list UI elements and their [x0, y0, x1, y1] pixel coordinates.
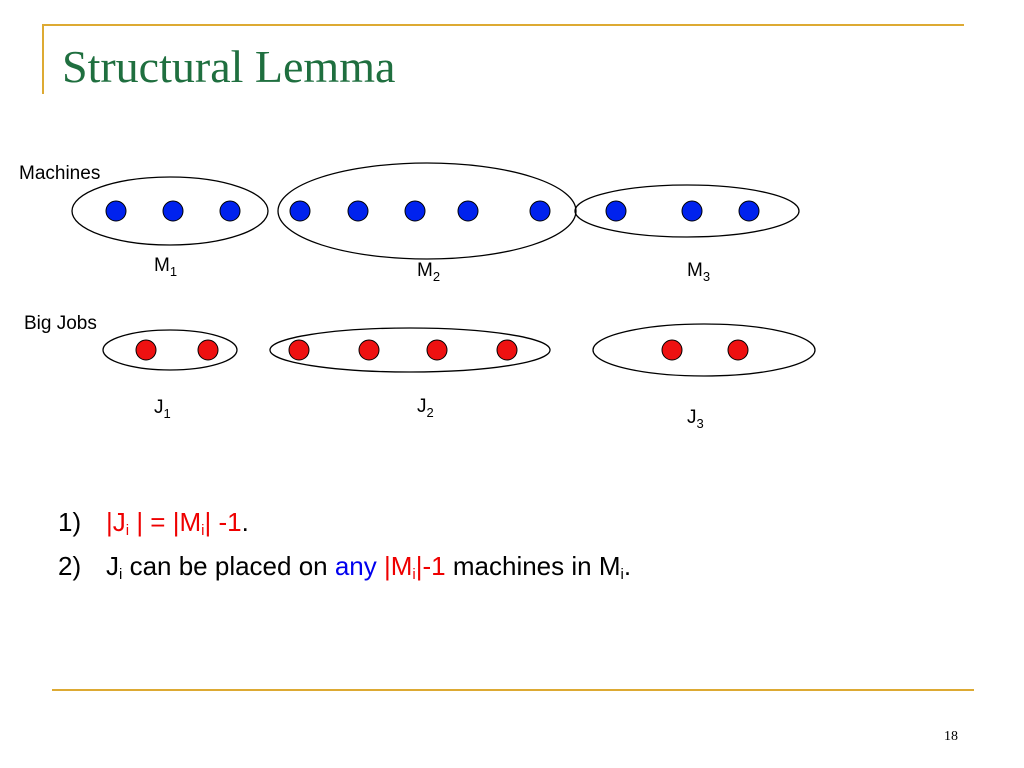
job-group-label: J3 — [687, 407, 704, 431]
job-group-3-ellipse — [592, 323, 816, 377]
machine-dot — [738, 200, 760, 222]
formula-close: | -1 — [204, 507, 242, 537]
page-number: 18 — [944, 729, 958, 744]
job-group-label: J1 — [154, 397, 171, 421]
job-dot — [727, 339, 749, 361]
frame-top-line — [42, 24, 964, 26]
point-1-period: . — [241, 507, 249, 537]
machine-group-3: M3 — [574, 184, 800, 284]
machine-group-label: M2 — [417, 260, 440, 284]
frame-left-line — [42, 24, 44, 94]
machine-dot — [162, 200, 184, 222]
slide-title: Structural Lemma — [62, 41, 396, 92]
point-1-formula: |Ji | = |Mi| -1 — [106, 507, 242, 539]
machine-group-3-ellipse — [574, 184, 800, 238]
machine-dot — [404, 200, 426, 222]
machine-group-1: M1 — [71, 176, 269, 279]
point-1-number: 1) — [58, 507, 82, 537]
point-2-text-1: can be placed on — [122, 551, 335, 581]
job-dot — [135, 339, 157, 361]
point-2-space — [377, 551, 384, 581]
point-2: 2)Ji can be placed on any |Mi|-1 machine… — [58, 544, 631, 588]
big-jobs-label: Big Jobs — [24, 313, 97, 334]
job-dot — [426, 339, 448, 361]
point-2-m-close: |-1 — [415, 551, 446, 581]
job-group-label: J2 — [417, 396, 434, 420]
point-2-any: any — [334, 551, 377, 581]
machine-dot — [605, 200, 627, 222]
job-group-1-ellipse — [102, 329, 238, 371]
point-2-sub-i-2: i — [412, 566, 416, 583]
job-group-3: J3 — [592, 323, 816, 431]
job-dot — [288, 339, 310, 361]
job-group-2: J2 — [269, 327, 551, 420]
point-2-number: 2) — [58, 551, 82, 581]
job-groups: J1 J2 J3 — [102, 323, 816, 431]
point-2-text-2: machines in M — [445, 551, 621, 581]
machine-dot — [289, 200, 311, 222]
job-group-2-ellipse — [269, 327, 551, 373]
point-2-sub-i: i — [119, 566, 123, 583]
machine-dot — [681, 200, 703, 222]
machine-dot — [457, 200, 479, 222]
job-dot — [358, 339, 380, 361]
point-2-j: J — [106, 551, 119, 581]
machine-dot — [219, 200, 241, 222]
point-2-sub-i-3: i — [620, 566, 624, 583]
point-2-machines-count: |Mi|-1 — [384, 551, 446, 583]
machine-group-label: M1 — [154, 255, 177, 279]
point-2-period: . — [623, 551, 632, 581]
machine-dot — [529, 200, 551, 222]
formula-sub-i-2: i — [201, 522, 205, 539]
point-2-m-open: |M — [384, 551, 413, 581]
lemma-points: 1)|Ji | = |Mi| -1. 2)Ji can be placed on… — [58, 500, 631, 588]
point-1: 1)|Ji | = |Mi| -1. — [58, 500, 631, 544]
machine-dot — [105, 200, 127, 222]
job-dot — [197, 339, 219, 361]
machine-dot — [347, 200, 369, 222]
job-dot — [496, 339, 518, 361]
machine-group-2: M2 — [277, 162, 577, 284]
machines-label: Machines — [19, 163, 100, 184]
job-group-1: J1 — [102, 329, 238, 421]
frame-bottom-line — [52, 689, 974, 691]
job-dot — [661, 339, 683, 361]
machine-group-1-ellipse — [71, 176, 269, 246]
formula-mid: | = |M — [129, 507, 202, 537]
machine-group-label: M3 — [687, 260, 710, 284]
machine-groups: M1 M2 M3 — [71, 162, 800, 284]
formula-sub-i: i — [125, 522, 130, 539]
formula-j-open: |J — [106, 507, 126, 537]
machine-group-2-ellipse — [277, 162, 577, 260]
